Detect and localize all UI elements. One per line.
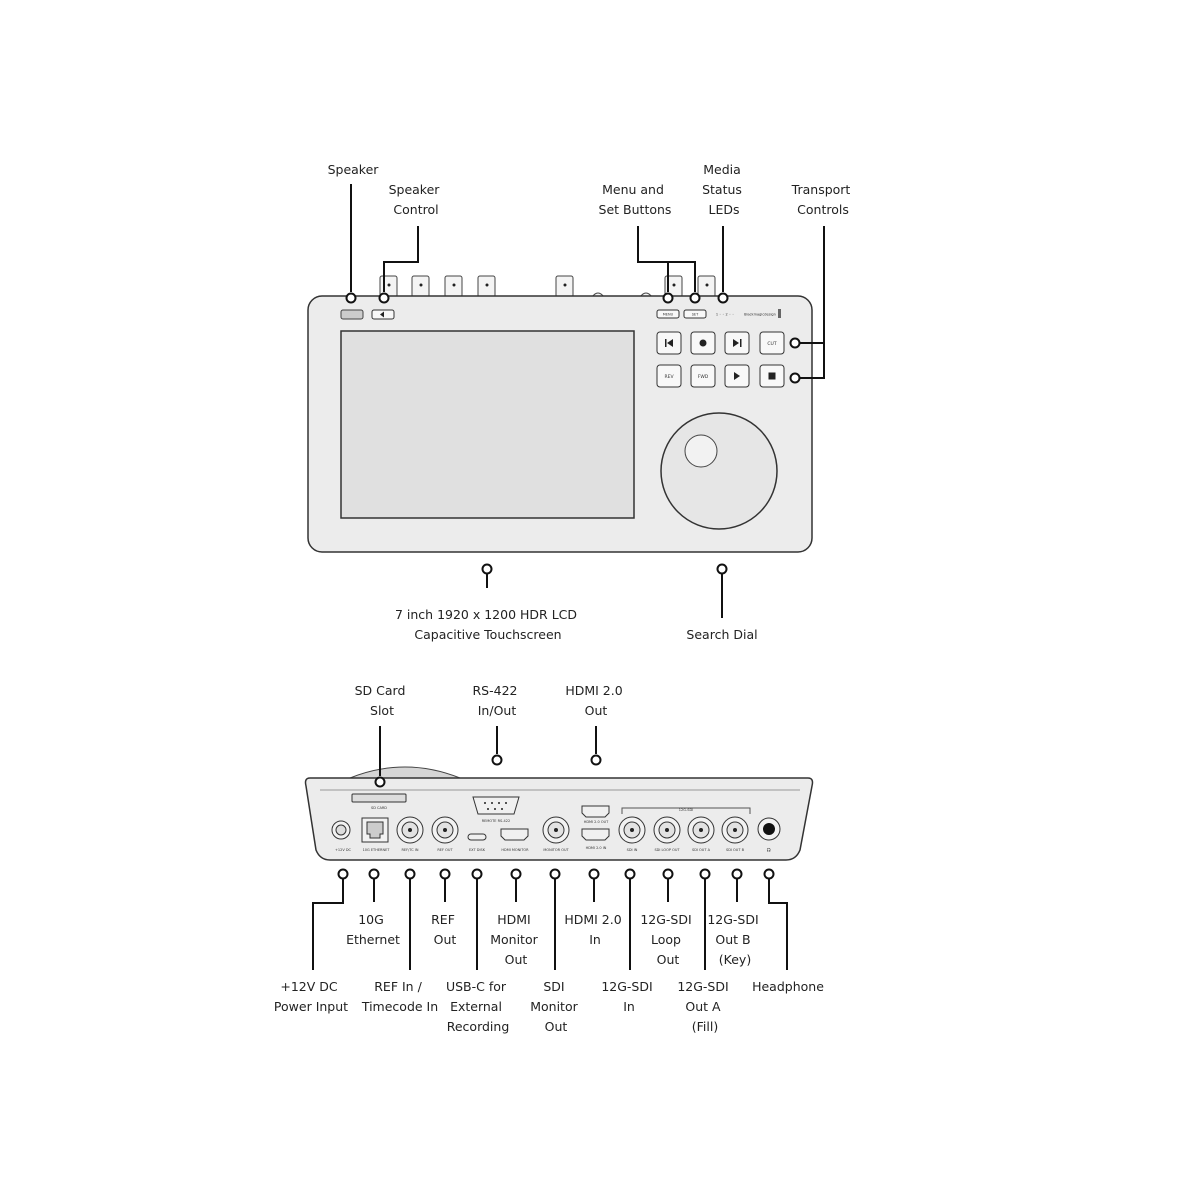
label-sdi-out-b: 12G-SDI Out B (Key) xyxy=(707,912,762,967)
stop-button[interactable] xyxy=(759,364,785,388)
rev-button-label: REV xyxy=(664,374,674,380)
label-usbc: USB-C for External Recording xyxy=(446,979,510,1034)
label-ref-in: REF In / Timecode In xyxy=(361,979,438,1014)
headphone-jack[interactable]: 🎧 xyxy=(757,817,781,852)
rs422-port[interactable]: REMOTE RS-422 xyxy=(472,796,520,823)
hdmi-in-port-label: HDMI 2.0 IN xyxy=(586,846,607,850)
ref-in-bnc-label: REF/TC IN xyxy=(402,848,419,852)
next-icon xyxy=(733,339,739,347)
search-dial-edge xyxy=(349,766,461,779)
label-sd-card-slot: SD Card Slot xyxy=(355,683,410,718)
set-button-label: SET xyxy=(692,313,699,317)
brand-logo: Blackmagicdesign xyxy=(744,313,776,317)
media-status-leds: 1 ◦ ◦ 2 ◦ ◦ xyxy=(716,313,734,317)
ref-in-bnc[interactable]: REF/TC IN xyxy=(396,816,424,852)
label-search-dial: Search Dial xyxy=(686,627,757,642)
front-panel-view: MENU SET 1 ◦ ◦ 2 ◦ ◦ Blackmagicdesign xyxy=(307,162,855,642)
sd-card-slot-label: SD CARD xyxy=(371,806,387,810)
play-button[interactable] xyxy=(724,364,750,388)
previous-icon xyxy=(665,339,667,347)
cut-button[interactable]: CUT xyxy=(759,331,785,355)
rs422-port-label: REMOTE RS-422 xyxy=(482,819,510,823)
label-sdi-monitor-out: SDI Monitor Out xyxy=(530,979,582,1034)
hdmi-in-port[interactable]: HDMI 2.0 IN xyxy=(581,828,610,850)
fwd-button[interactable]: FWD xyxy=(690,364,716,388)
label-power-input: +12V DC Power Input xyxy=(274,979,348,1014)
hdmi-monitor-port[interactable]: HDMI MONITOR xyxy=(500,828,529,852)
sdi-group-bracket: 12G-SDI xyxy=(621,807,751,814)
next-clip-button[interactable] xyxy=(724,331,750,355)
headphone-icon: 🎧 xyxy=(767,847,772,852)
sdi-out-b-bnc[interactable]: SDI OUT B xyxy=(721,816,749,852)
ref-out-bnc[interactable]: REF OUT xyxy=(431,816,459,852)
hdmi-out-port[interactable]: HDMI 2.0 OUT xyxy=(581,805,610,824)
previous-clip-button[interactable] xyxy=(656,331,682,355)
label-sdi-in: 12G-SDI In xyxy=(601,979,656,1014)
sdi-in-bnc-label: SDI IN xyxy=(627,848,638,852)
power-input-label: +12V DC xyxy=(335,848,352,852)
search-dial[interactable] xyxy=(660,412,778,530)
sdi-monitor-out-bnc-label: MONITOR OUT xyxy=(543,848,569,852)
cut-button-label: CUT xyxy=(767,341,776,347)
fwd-button-label: FWD xyxy=(698,374,709,380)
usbc-port[interactable]: EXT DISK xyxy=(467,833,487,852)
label-ref-out: REF Out xyxy=(431,912,459,947)
label-hdmi-monitor-out: HDMI Monitor Out xyxy=(490,912,542,967)
label-headphone: Headphone xyxy=(752,979,824,994)
label-transport-controls: Transport Controls xyxy=(791,182,855,217)
logo-mark xyxy=(778,309,781,318)
sdi-loop-out-bnc-label: SDI LOOP OUT xyxy=(654,848,680,852)
sdi-monitor-out-bnc[interactable]: MONITOR OUT xyxy=(542,816,570,852)
sdi-loop-out-bnc[interactable]: SDI LOOP OUT xyxy=(653,816,681,852)
hdmi-monitor-port-label: HDMI MONITOR xyxy=(501,848,529,852)
set-button[interactable]: SET xyxy=(683,309,707,319)
lcd-touchscreen[interactable] xyxy=(340,330,635,519)
label-menu-set-buttons: Menu and Set Buttons xyxy=(599,182,672,217)
label-rs422: RS-422 In/Out xyxy=(473,683,522,718)
sdi-out-b-bnc-label: SDI OUT B xyxy=(726,848,745,852)
record-icon xyxy=(699,339,707,347)
label-hdmi-out: HDMI 2.0 Out xyxy=(565,683,626,718)
sdi-out-a-bnc-label: SDI OUT A xyxy=(692,848,711,852)
label-lcd: 7 inch 1920 x 1200 HDR LCD Capacitive To… xyxy=(395,607,581,642)
label-ethernet: 10G Ethernet xyxy=(346,912,400,947)
rev-button[interactable]: REV xyxy=(656,364,682,388)
label-sdi-loop-out: 12G-SDI Loop Out xyxy=(640,912,695,967)
bnc-ports: REF/TC IN REF OUT MONITOR OUT SDI IN SDI LOO… xyxy=(396,816,749,852)
top-callouts xyxy=(345,184,825,618)
rear-panel-view: SD CARD REMOTE RS-422 HDMI 2.0 OUT HDMI … xyxy=(274,683,824,1034)
label-sdi-out-a: 12G-SDI Out A (Fill) xyxy=(677,979,732,1034)
rear-callouts xyxy=(312,726,788,970)
ethernet-port-label: 10G ETHERNET xyxy=(363,848,391,852)
ethernet-port[interactable]: 10G ETHERNET xyxy=(361,817,391,852)
search-dial-finger-dimple xyxy=(684,434,718,468)
top-connector-stubs xyxy=(379,275,716,298)
label-speaker-control: Speaker Control xyxy=(389,182,444,217)
ref-out-bnc-label: REF OUT xyxy=(437,848,453,852)
stop-icon xyxy=(768,372,776,380)
menu-button-label: MENU xyxy=(663,313,674,317)
speaker-control-button[interactable] xyxy=(371,309,395,320)
usbc-port-label: EXT DISK xyxy=(469,848,486,852)
sdi-in-bnc[interactable]: SDI IN xyxy=(618,816,646,852)
transport-controls: CUT REV FWD xyxy=(656,331,785,388)
menu-button[interactable]: MENU xyxy=(656,309,680,319)
sd-card-slot[interactable]: SD CARD xyxy=(351,793,407,810)
speaker-grille xyxy=(340,309,364,320)
record-button[interactable] xyxy=(690,331,716,355)
sdi-group-label: 12G-SDI xyxy=(679,808,693,812)
label-speaker: Speaker xyxy=(328,162,380,177)
hdmi-out-port-label: HDMI 2.0 OUT xyxy=(584,820,609,824)
sdi-out-a-bnc[interactable]: SDI OUT A xyxy=(687,816,715,852)
play-icon xyxy=(734,372,740,380)
label-hdmi-in: HDMI 2.0 In xyxy=(564,912,625,947)
label-media-status-leds: Media Status LEDs xyxy=(702,162,746,217)
power-input-port[interactable]: +12V DC xyxy=(331,820,352,852)
